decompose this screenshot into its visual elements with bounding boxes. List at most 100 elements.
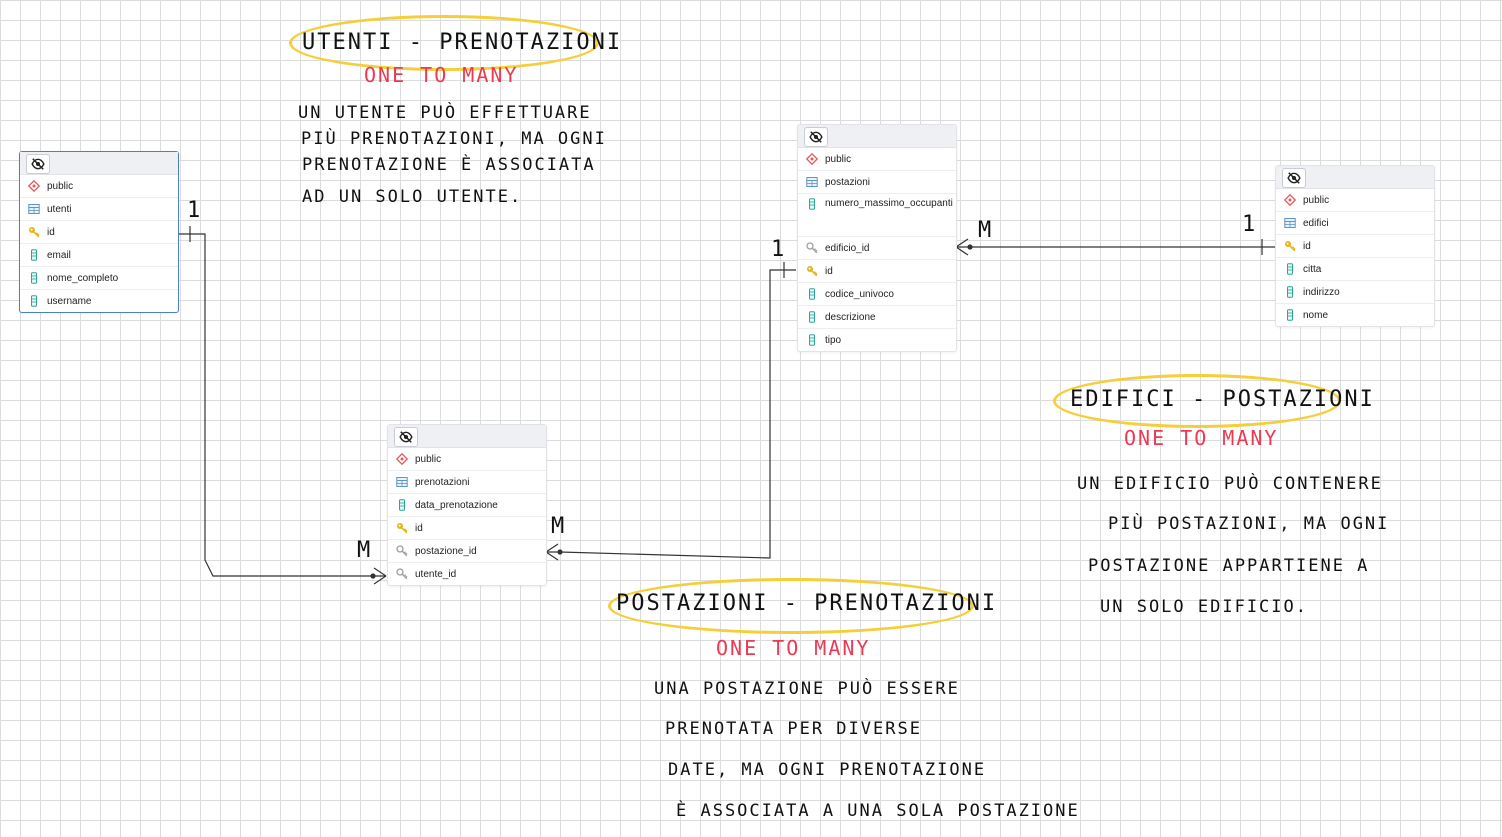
eye-off-icon <box>809 131 823 143</box>
column-icon <box>1284 263 1296 275</box>
table-postazioni[interactable]: public postazioni numero_massimo_occupanti… <box>797 124 957 352</box>
note-line: PRENOTAZIONE È ASSOCIATA <box>302 155 596 175</box>
note-relation-postazioni-prenotazioni: ONE TO MANY <box>716 636 871 660</box>
column-icon <box>806 198 818 210</box>
schema-icon <box>806 153 818 165</box>
column-row[interactable]: id <box>388 517 546 540</box>
column-row[interactable]: nome <box>1276 304 1434 326</box>
note-line: AD UN SOLO UTENTE. <box>302 187 523 207</box>
column-label: descrizione <box>825 311 876 323</box>
note-line: PIÙ POSTAZIONI, MA OGNI <box>1108 514 1390 534</box>
column-row[interactable]: postazione_id <box>388 540 546 563</box>
schema-icon <box>28 180 40 192</box>
many-marker-prenotazioni-utente <box>370 567 387 585</box>
table-utenti[interactable]: public utenti id email nome_completo username <box>19 151 179 313</box>
note-relation-edifici-postazioni: ONE TO MANY <box>1124 426 1279 450</box>
cardinality-one-edifici: 1 <box>1242 212 1258 237</box>
column-row[interactable]: nome_completo <box>20 267 178 290</box>
primary-key-icon <box>396 522 408 534</box>
column-row[interactable]: indirizzo <box>1276 281 1434 304</box>
column-row[interactable]: data_prenotazione <box>388 494 546 517</box>
table-header[interactable] <box>1276 166 1434 189</box>
table-name-row[interactable]: postazioni <box>798 171 956 194</box>
table-name-row[interactable]: utenti <box>20 198 178 221</box>
primary-key-icon <box>806 265 818 277</box>
table-edifici[interactable]: public edifici id citta indirizzo nome <box>1275 165 1435 327</box>
column-row[interactable]: codice_univoco <box>798 283 956 306</box>
column-row[interactable]: username <box>20 290 178 312</box>
column-row[interactable]: id <box>798 260 956 283</box>
column-label: codice_univoco <box>825 288 894 300</box>
column-row[interactable]: edificio_id <box>798 237 956 260</box>
column-icon <box>28 249 40 261</box>
column-row[interactable]: citta <box>1276 258 1434 281</box>
column-row[interactable]: numero_massimo_occupanti <box>798 194 956 237</box>
column-label: numero_massimo_occupanti <box>825 198 953 209</box>
table-header[interactable] <box>798 125 956 148</box>
note-title-edifici-postazioni: EDIFICI - POSTAZIONI <box>1070 387 1375 412</box>
table-header[interactable] <box>388 425 546 448</box>
column-label: data_prenotazione <box>415 499 498 511</box>
column-row[interactable]: id <box>1276 235 1434 258</box>
note-relation-utenti-prenotazioni: ONE TO MANY <box>364 63 519 87</box>
column-row[interactable]: id <box>20 221 178 244</box>
hide-table-button[interactable] <box>26 154 50 174</box>
table-name-row[interactable]: prenotazioni <box>388 471 546 494</box>
table-name-label: edifici <box>1303 217 1329 229</box>
table-name-row[interactable]: edifici <box>1276 212 1434 235</box>
table-name-label: postazioni <box>825 176 871 188</box>
column-label: indirizzo <box>1303 286 1340 298</box>
column-icon <box>806 311 818 323</box>
table-header[interactable] <box>20 152 178 175</box>
column-label: citta <box>1303 263 1322 275</box>
primary-key-icon <box>1284 240 1296 252</box>
column-row[interactable]: email <box>20 244 178 267</box>
cardinality-many-prenotazioni-postazione: M <box>551 514 567 539</box>
note-line: UN UTENTE PUÒ EFFETTUARE <box>298 103 592 123</box>
column-label: id <box>415 522 423 534</box>
schema-label: public <box>1303 194 1330 206</box>
note-line: UN SOLO EDIFICIO. <box>1100 597 1308 617</box>
hide-table-button[interactable] <box>1282 168 1306 188</box>
hide-table-button[interactable] <box>804 127 828 147</box>
schema-row[interactable]: public <box>20 175 178 198</box>
eye-off-icon <box>1287 172 1301 184</box>
foreign-key-icon <box>396 568 408 580</box>
note-line: POSTAZIONE APPARTIENE A <box>1088 556 1370 576</box>
note-line: PIÙ PRENOTAZIONI, MA OGNI <box>301 129 607 149</box>
note-line: È ASSOCIATA A UNA SOLA POSTAZIONE <box>676 801 1080 821</box>
column-label: nome <box>1303 309 1329 321</box>
column-icon <box>28 272 40 284</box>
table-icon <box>1284 217 1296 229</box>
column-label: utente_id <box>415 568 457 580</box>
column-label: id <box>47 226 55 238</box>
many-marker-prenotazioni-postazione <box>545 543 563 561</box>
cardinality-one-utenti: 1 <box>187 198 203 223</box>
table-icon <box>396 476 408 488</box>
eye-off-icon <box>399 431 413 443</box>
schema-row[interactable]: public <box>798 148 956 171</box>
schema-row[interactable]: public <box>388 448 546 471</box>
note-title-postazioni-prenotazioni: POSTAZIONI - PRENOTAZIONI <box>616 591 998 616</box>
note-line: UNA POSTAZIONE PUÒ ESSERE <box>654 679 960 699</box>
column-label: nome_completo <box>47 272 119 284</box>
schema-icon <box>1284 194 1296 206</box>
column-row[interactable]: descrizione <box>798 306 956 329</box>
column-label: id <box>825 265 833 277</box>
schema-label: public <box>47 180 74 192</box>
note-line: UN EDIFICIO PUÒ CONTENERE <box>1077 474 1383 494</box>
column-label: username <box>47 295 92 307</box>
highlight-oval <box>289 15 599 71</box>
note-line: PRENOTATA PER DIVERSE <box>665 719 922 739</box>
hide-table-button[interactable] <box>394 427 418 447</box>
column-label: id <box>1303 240 1311 252</box>
note-title-utenti-prenotazioni: UTENTI - PRENOTAZIONI <box>302 30 623 55</box>
column-icon <box>806 288 818 300</box>
column-row[interactable]: tipo <box>798 329 956 351</box>
schema-row[interactable]: public <box>1276 189 1434 212</box>
column-row[interactable]: utente_id <box>388 563 546 585</box>
schema-icon <box>396 453 408 465</box>
